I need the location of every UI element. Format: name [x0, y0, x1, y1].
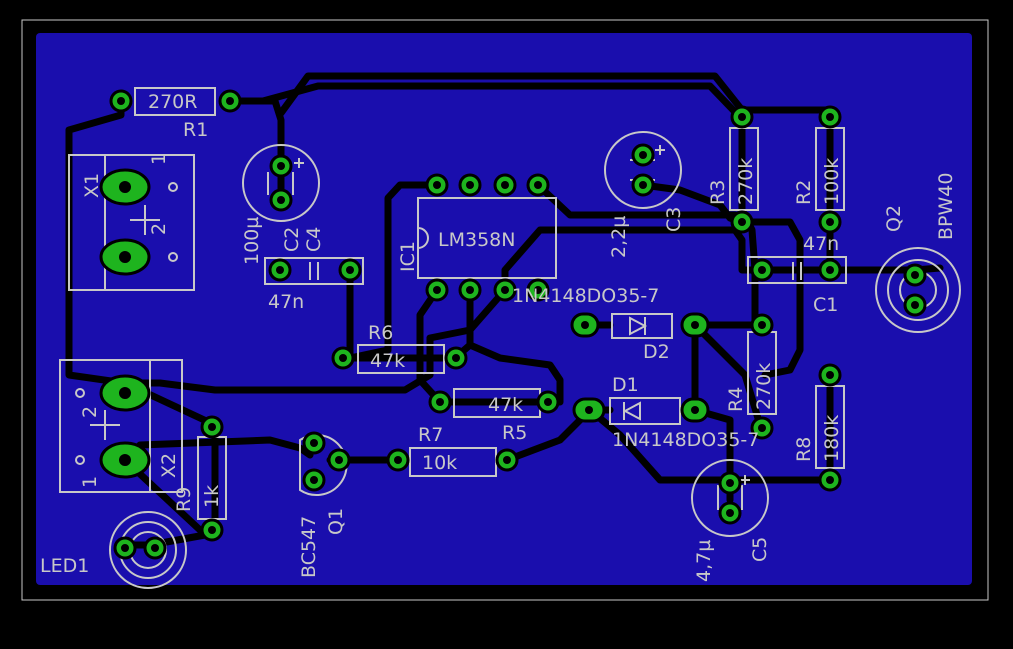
ic1-value: LM358N [438, 229, 515, 251]
board-outline [21, 19, 989, 601]
d1-value: 1N4148DO35-7 [612, 429, 759, 451]
x1-pin1: 1 [148, 153, 170, 165]
ic1-name: IC1 [397, 241, 419, 272]
q2-body [875, 247, 961, 333]
r8-name: R8 [793, 437, 815, 462]
c5-name: C5 [749, 537, 771, 562]
r9-name: R9 [173, 487, 195, 512]
r9-value: 1k [201, 485, 223, 508]
r6-name: R6 [368, 322, 393, 344]
r1-name: R1 [183, 119, 208, 141]
d2-value: 1N4148DO35-7 [512, 285, 659, 307]
c3-name: C3 [663, 207, 685, 232]
c1-name: C1 [813, 294, 838, 316]
r1-value: 270R [148, 91, 197, 113]
r7-name: R7 [418, 424, 443, 446]
q1-name: Q1 [325, 508, 347, 535]
q2-name: Q2 [883, 205, 905, 232]
c4-body [264, 257, 364, 285]
r4-value: 270k [753, 363, 775, 410]
x2-pin1: 1 [79, 476, 101, 488]
c4-value: 47n [268, 291, 304, 313]
silkscreen [59, 87, 961, 589]
r5-value: 47k [488, 394, 523, 416]
d1-name: D1 [612, 374, 639, 396]
r5-name: R5 [502, 422, 527, 444]
r1-body [134, 87, 216, 116]
c5-body [691, 459, 769, 537]
c2-body [242, 144, 320, 222]
x1-pin2: 2 [148, 223, 170, 235]
c2-name: C2 [281, 227, 303, 252]
x2-name: X2 [158, 453, 180, 478]
x1-body [68, 154, 195, 291]
ic1-body [417, 197, 557, 279]
board-fill [36, 33, 972, 585]
x2-body [59, 359, 183, 493]
c1-body [747, 256, 847, 284]
c4-name: C4 [303, 227, 325, 252]
r6-body [357, 344, 445, 374]
c2-value: 100µ [241, 217, 263, 265]
d2-name: D2 [643, 341, 670, 363]
led1-body [109, 511, 187, 589]
d2-body [611, 313, 673, 339]
x1-name: X1 [81, 173, 103, 198]
q1-value: BC547 [298, 516, 320, 578]
r8-value: 180k [821, 415, 843, 462]
pads [99, 89, 927, 560]
c3-value: 2,2µ [608, 216, 630, 258]
c5-value: 4,7µ [693, 540, 715, 582]
r7-value: 10k [422, 452, 457, 474]
c1-value: 47n [803, 233, 839, 255]
d1-body [609, 397, 681, 425]
labels: 270R R1 X1 1 2 C2 100µ C4 47n IC1 LM358N… [40, 91, 957, 582]
c3-body [604, 131, 682, 209]
r3-name: R3 [707, 180, 729, 205]
led1-name: LED1 [40, 555, 89, 577]
x2-pin2: 2 [79, 406, 101, 418]
r3-value: 270k [735, 158, 757, 205]
r2-name: R2 [793, 180, 815, 205]
r6-value: 47k [370, 350, 405, 372]
r2-value: 100k [821, 158, 843, 205]
r4-name: R4 [725, 387, 747, 412]
q2-value: BPW40 [935, 173, 957, 240]
